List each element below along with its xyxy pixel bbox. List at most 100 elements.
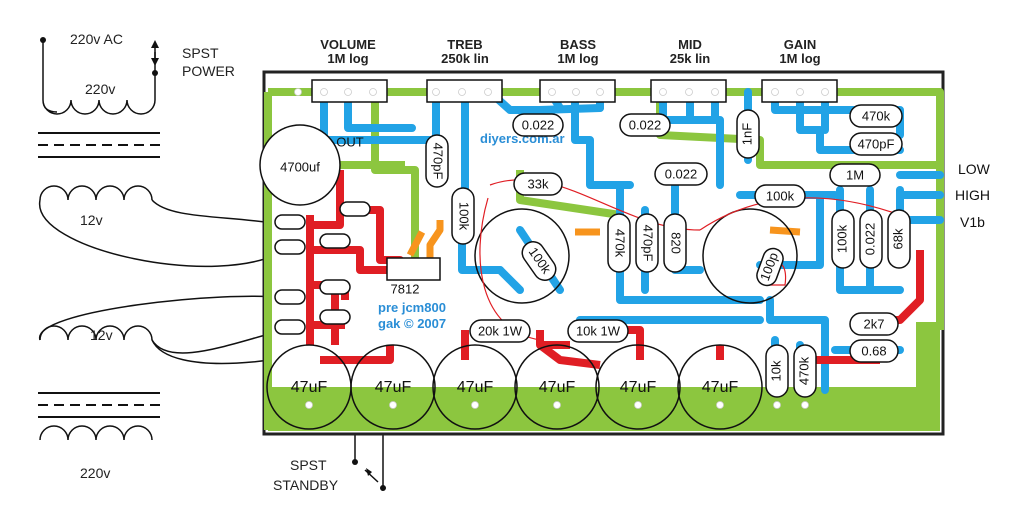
tube-socket-v1a xyxy=(474,208,570,304)
mains-label: 220v AC xyxy=(70,31,123,47)
filter-cap-4: 47uF xyxy=(514,344,600,430)
svg-text:470pF: 470pF xyxy=(641,225,656,262)
solder-pads xyxy=(294,88,829,409)
res-33k: 33k xyxy=(513,172,563,196)
primary-coil-top xyxy=(42,99,156,115)
pot-labels: VOLUME 1M log TREB 250k lin BASS 1M log … xyxy=(320,37,820,66)
svg-text:47uF: 47uF xyxy=(291,379,328,396)
pot-volume-name: VOLUME xyxy=(320,37,376,52)
primary-voltage-label: 220v xyxy=(85,81,115,97)
res-100k-vertical-left: 100k xyxy=(451,187,475,245)
cap-022-a: 0.022 xyxy=(512,113,564,137)
svg-text:47uF: 47uF xyxy=(702,379,739,396)
power-switch-label-2: POWER xyxy=(182,63,235,79)
pcb-board: 7812 4700uf OUT diyers.com.ar pre jcm800… xyxy=(259,70,945,436)
res-68k: 68k xyxy=(887,209,911,269)
cap-068: 0.68 xyxy=(849,339,899,363)
pot-treb-name: TREB xyxy=(447,37,482,52)
svg-text:470pF: 470pF xyxy=(431,143,446,180)
svg-text:2k7: 2k7 xyxy=(864,316,885,331)
res-2k7: 2k7 xyxy=(849,312,899,336)
res-10k-1w: 10k 1W xyxy=(567,319,629,343)
res-470k-top: 470k xyxy=(849,104,903,128)
out-label: OUT xyxy=(336,134,364,149)
svg-text:470pF: 470pF xyxy=(858,136,895,151)
res-100k-mid: 100k xyxy=(754,184,806,208)
pot-bass-value: 1M log xyxy=(557,51,598,66)
board-title-1: pre jcm800 xyxy=(378,300,446,315)
reservoir-capacitor xyxy=(259,124,341,206)
pot-mid-name: MID xyxy=(678,37,702,52)
svg-text:33k: 33k xyxy=(528,176,549,191)
pot-mid-value: 25k lin xyxy=(670,51,711,66)
regulator-label: 7812 xyxy=(391,281,420,296)
standby-label-2: STANDBY xyxy=(273,477,339,493)
pot-bass-name: BASS xyxy=(560,37,596,52)
mains-terminal-1 xyxy=(40,37,46,43)
res-470k-vertical: 470k xyxy=(607,213,631,273)
res-1m: 1M xyxy=(829,163,881,187)
filter-cap-6: 47uF xyxy=(677,344,763,430)
pot-treb-value: 250k lin xyxy=(441,51,489,66)
output-low-label: LOW xyxy=(958,161,991,177)
svg-text:470k: 470k xyxy=(796,356,811,385)
cap-470pf-vertical-2: 470pF xyxy=(635,213,659,273)
svg-text:68k: 68k xyxy=(890,228,905,249)
secondary-2-voltage: 12v xyxy=(90,327,113,343)
svg-text:470k: 470k xyxy=(862,108,891,123)
svg-text:1nF: 1nF xyxy=(739,123,754,145)
cap-470pf-top: 470pF xyxy=(849,132,903,156)
secondary-1-voltage: 12v xyxy=(80,212,103,228)
pot-volume-value: 1M log xyxy=(327,51,368,66)
cap-022-d: 0.022 xyxy=(859,209,883,269)
svg-text:0.022: 0.022 xyxy=(522,117,555,132)
svg-text:100k: 100k xyxy=(834,224,849,253)
components: 0.022 0.022 33k 0.022 470k 470pF 100k 1 xyxy=(266,88,911,430)
svg-text:100k: 100k xyxy=(766,188,795,203)
mains-terminal-2 xyxy=(152,70,158,76)
res-10k: 10k xyxy=(765,344,789,398)
res-820: 820 xyxy=(663,213,687,273)
cap-022-b: 0.022 xyxy=(619,113,671,137)
ground-plane xyxy=(268,387,940,431)
svg-text:100k: 100k xyxy=(457,202,472,231)
res-20k-1w: 20k 1W xyxy=(469,319,531,343)
svg-text:470k: 470k xyxy=(613,229,628,258)
secondary-coil-1 xyxy=(39,185,153,201)
svg-text:0.022: 0.022 xyxy=(629,117,662,132)
svg-text:0.022: 0.022 xyxy=(665,166,698,181)
primary-coil-bottom xyxy=(39,425,153,441)
filter-cap-2: 47uF xyxy=(350,344,436,430)
filter-cap-3: 47uF xyxy=(432,344,518,430)
svg-text:47uF: 47uF xyxy=(375,379,412,396)
standby-label-1: SPST xyxy=(290,457,327,473)
reservoir-cap-label: 4700uf xyxy=(280,159,320,174)
svg-text:10k: 10k xyxy=(768,360,783,381)
cap-470pf-vertical-left: 470pF xyxy=(425,134,449,188)
trim-100p: 100p xyxy=(756,247,784,287)
power-switch-label-1: SPST xyxy=(182,45,219,61)
svg-text:1M: 1M xyxy=(846,167,864,182)
output-v1b-label: V1b xyxy=(960,214,985,230)
output-labels: LOW HIGH V1b xyxy=(955,161,991,230)
tube-socket-v1b xyxy=(702,208,798,304)
svg-text:47uF: 47uF xyxy=(620,379,657,396)
filter-cap-5: 47uF xyxy=(595,344,681,430)
svg-text:10k 1W: 10k 1W xyxy=(576,323,621,338)
svg-text:47uF: 47uF xyxy=(539,379,576,396)
cap-022-c: 0.022 xyxy=(654,162,708,186)
res-470k-bottom: 470k xyxy=(793,344,817,398)
pot-gain-value: 1M log xyxy=(779,51,820,66)
svg-text:0.022: 0.022 xyxy=(862,223,877,256)
cap-1nf: 1nF xyxy=(736,109,760,159)
rectifier-diodes xyxy=(274,201,371,335)
svg-text:20k 1W: 20k 1W xyxy=(478,323,523,338)
power-switch-arrow-icon xyxy=(151,40,159,48)
pot-gain-name: GAIN xyxy=(784,37,817,52)
svg-text:47uF: 47uF xyxy=(457,379,494,396)
output-high-label: HIGH xyxy=(955,187,990,203)
svg-text:820: 820 xyxy=(669,232,684,254)
svg-text:0.68: 0.68 xyxy=(861,343,886,358)
secondary-coil-2 xyxy=(39,325,153,341)
